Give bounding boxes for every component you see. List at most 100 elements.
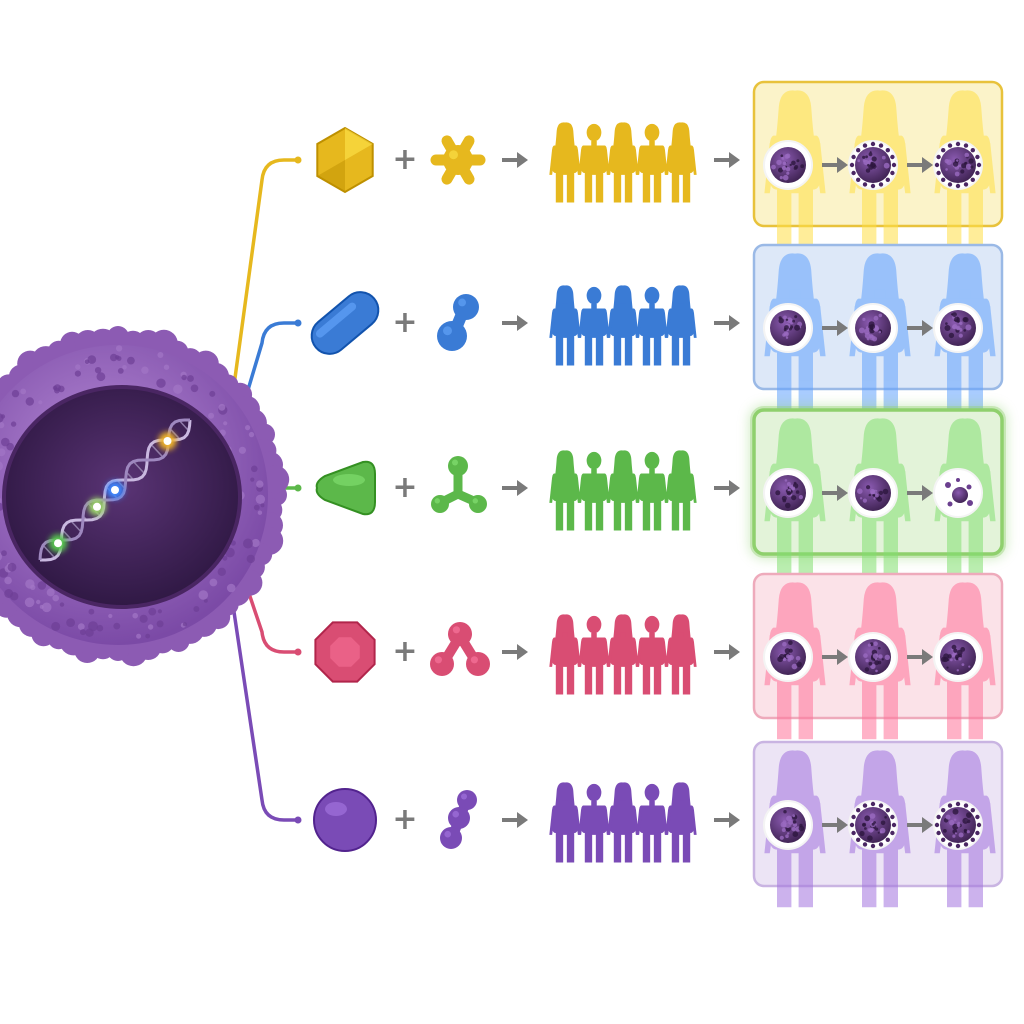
membrane-texture bbox=[108, 614, 112, 618]
membrane-texture bbox=[10, 592, 18, 600]
membrane-texture bbox=[132, 613, 138, 619]
membrane-texture bbox=[8, 563, 17, 572]
membrane-texture bbox=[219, 404, 226, 411]
membrane-texture bbox=[51, 622, 60, 631]
treatment-row-blue: + bbox=[304, 245, 1002, 410]
membrane-texture bbox=[140, 615, 148, 623]
patient-figure-icon bbox=[578, 784, 609, 863]
dna-marker bbox=[93, 503, 101, 511]
faceted-gem-icon bbox=[315, 622, 374, 681]
membrane-texture bbox=[127, 357, 135, 365]
patient-figure-icon bbox=[549, 450, 580, 530]
tumor-tumor-unchanged bbox=[764, 304, 812, 352]
connector-end-dot bbox=[295, 485, 302, 492]
patient-figure-icon bbox=[549, 782, 580, 862]
hexagon-crystal-icon bbox=[317, 128, 372, 192]
tumor-tumor-ring bbox=[934, 801, 982, 849]
tumor-tumor-unchanged bbox=[764, 801, 812, 849]
tumor-tumor-ring bbox=[849, 141, 897, 189]
membrane-texture bbox=[11, 421, 16, 426]
membrane-texture bbox=[208, 413, 214, 419]
connector-end-dot bbox=[295, 320, 302, 327]
patient-figure-icon bbox=[578, 616, 609, 695]
patient-figure-icon bbox=[636, 124, 667, 203]
membrane-texture bbox=[1, 438, 10, 447]
arrow-icon bbox=[502, 315, 528, 331]
membrane-texture bbox=[157, 620, 164, 627]
patient-figure-icon bbox=[607, 122, 638, 202]
membrane-texture bbox=[89, 609, 95, 615]
membrane-texture bbox=[117, 356, 122, 361]
rounded-triangle-icon bbox=[317, 462, 375, 515]
membrane-texture bbox=[210, 579, 218, 587]
membrane-texture bbox=[261, 503, 265, 507]
outcome-panel-blue bbox=[754, 245, 1002, 410]
dumbbell-molecule-icon bbox=[437, 294, 479, 351]
membrane-texture bbox=[75, 364, 80, 369]
membrane-texture bbox=[256, 495, 265, 504]
patient-figure-icon bbox=[549, 122, 580, 202]
membrane-texture bbox=[251, 466, 258, 473]
arrow-icon bbox=[714, 315, 740, 331]
tumor-tumor-unchanged bbox=[764, 633, 812, 681]
membrane-texture bbox=[193, 606, 199, 612]
membrane-texture bbox=[250, 478, 254, 482]
membrane-texture bbox=[243, 539, 253, 549]
membrane-texture bbox=[247, 555, 255, 563]
patient-figure-icon bbox=[636, 452, 667, 531]
patient-figure-icon bbox=[636, 287, 667, 366]
sphere-icon bbox=[314, 789, 376, 851]
patient-figure-icon bbox=[607, 450, 638, 530]
membrane-texture bbox=[1, 550, 7, 556]
patient-cohort bbox=[549, 450, 696, 530]
connector-end-dot bbox=[295, 649, 302, 656]
membrane-texture bbox=[191, 385, 199, 393]
outcome-panel-purple bbox=[754, 742, 1002, 907]
arrow-icon bbox=[502, 480, 528, 496]
membrane-texture bbox=[26, 397, 34, 405]
membrane-texture bbox=[249, 432, 254, 437]
outcome-panel-yellow bbox=[754, 82, 1002, 247]
membrane-texture bbox=[223, 421, 227, 425]
tumor-tumor-unchanged bbox=[849, 633, 897, 681]
arrow-icon bbox=[714, 152, 740, 168]
treatment-row-yellow: + bbox=[317, 82, 1002, 247]
membrane-texture bbox=[60, 602, 64, 606]
membrane-texture bbox=[148, 608, 156, 616]
membrane-texture bbox=[258, 511, 262, 515]
plus-sign: + bbox=[392, 470, 417, 505]
three-lobe-molecule-icon bbox=[431, 456, 487, 513]
membrane-texture bbox=[245, 425, 250, 430]
connector-purple bbox=[230, 585, 298, 820]
arrow-icon bbox=[502, 812, 528, 828]
membrane-texture bbox=[148, 624, 153, 629]
arrow-icon bbox=[714, 812, 740, 828]
membrane-texture bbox=[227, 584, 236, 593]
patient-figure-icon bbox=[665, 614, 696, 694]
patient-cohort bbox=[549, 285, 696, 365]
membrane-texture bbox=[40, 605, 44, 609]
membrane-texture bbox=[209, 391, 215, 397]
membrane-texture bbox=[164, 365, 169, 370]
tumor-tumor-unchanged bbox=[849, 469, 897, 517]
membrane-texture bbox=[66, 618, 75, 627]
membrane-texture bbox=[113, 623, 120, 630]
tumor-tumor-ring bbox=[934, 141, 982, 189]
membrane-texture bbox=[12, 390, 19, 397]
tumor-tumor-unchanged bbox=[849, 304, 897, 352]
patient-figure-icon bbox=[636, 784, 667, 863]
membrane-texture bbox=[36, 600, 40, 604]
membrane-texture bbox=[25, 598, 35, 608]
tumor-tumor-unchanged bbox=[764, 141, 812, 189]
arrow-icon bbox=[714, 644, 740, 660]
membrane-texture bbox=[173, 385, 182, 394]
membrane-texture bbox=[239, 447, 246, 454]
membrane-texture bbox=[118, 368, 124, 374]
membrane-texture bbox=[183, 622, 187, 626]
dna-marker bbox=[164, 437, 172, 445]
membrane-texture bbox=[4, 577, 12, 585]
membrane-texture bbox=[1, 414, 5, 418]
membrane-texture bbox=[25, 579, 34, 588]
membrane-texture bbox=[78, 623, 85, 630]
